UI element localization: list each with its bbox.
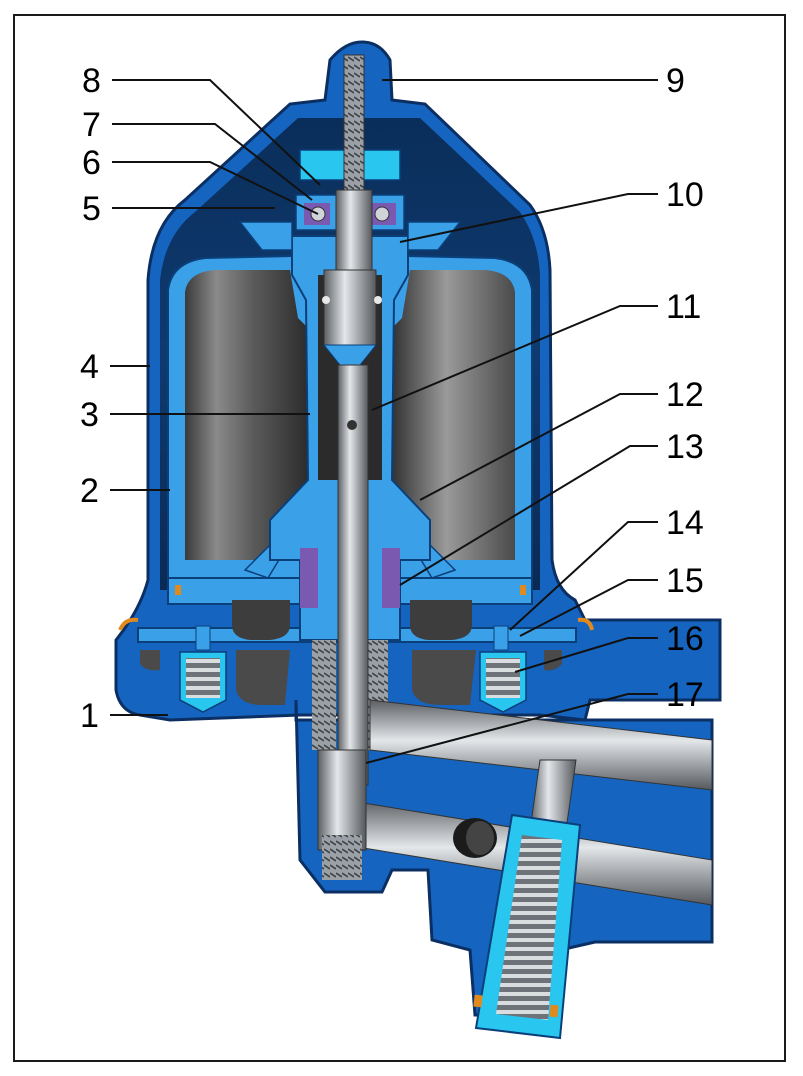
label-2: 2 bbox=[80, 472, 99, 510]
label-3: 3 bbox=[80, 396, 99, 434]
right-valve bbox=[479, 625, 527, 713]
label-5: 5 bbox=[82, 190, 101, 228]
label-4: 4 bbox=[80, 348, 99, 386]
label-17: 17 bbox=[666, 676, 704, 714]
label-14: 14 bbox=[666, 504, 704, 542]
outlet-check-valve bbox=[473, 813, 582, 1040]
leader-lines bbox=[110, 79, 658, 764]
callout-labels: 8 7 6 5 4 3 2 1 9 10 11 12 13 14 15 16 1… bbox=[80, 62, 704, 735]
label-6: 6 bbox=[82, 144, 101, 182]
leader-13 bbox=[399, 445, 658, 586]
label-11: 11 bbox=[666, 288, 701, 326]
leader-7 bbox=[112, 123, 313, 201]
center-shaft bbox=[322, 54, 382, 786]
left-valve bbox=[179, 625, 227, 713]
label-16: 16 bbox=[666, 620, 704, 658]
leader-10 bbox=[399, 193, 658, 243]
label-1: 1 bbox=[80, 697, 99, 735]
label-10: 10 bbox=[666, 176, 704, 214]
leader-6 bbox=[112, 161, 319, 215]
label-13: 13 bbox=[666, 428, 704, 466]
leader-11 bbox=[371, 305, 658, 411]
label-8: 8 bbox=[82, 62, 101, 100]
leader-15 bbox=[519, 579, 658, 637]
leader-17 bbox=[365, 693, 658, 764]
label-7: 7 bbox=[82, 106, 101, 144]
label-12: 12 bbox=[666, 376, 704, 414]
leader-14 bbox=[509, 521, 658, 631]
label-15: 15 bbox=[666, 562, 704, 600]
label-9: 9 bbox=[666, 62, 685, 100]
leader-16 bbox=[514, 637, 658, 673]
leader-12 bbox=[419, 393, 658, 501]
leader-8 bbox=[112, 79, 321, 186]
